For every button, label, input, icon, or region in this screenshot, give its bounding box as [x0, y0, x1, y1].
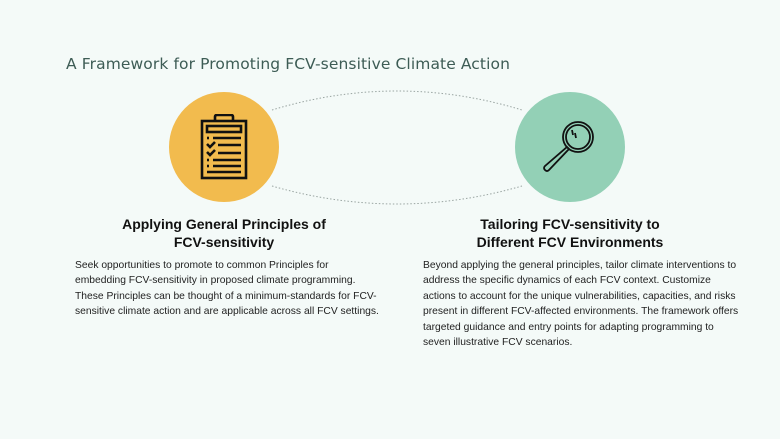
heading-line: Different FCV Environments	[476, 234, 664, 250]
principles-description: Seek opportunities to promote to common …	[75, 260, 379, 318]
heading-line: Applying General Principles of	[122, 216, 326, 232]
tailoring-heading: Tailoring FCV-sensitivity to Different F…	[430, 215, 710, 251]
magnifying-glass-icon	[543, 121, 594, 172]
tailoring-circle	[515, 92, 625, 202]
principles-circle	[169, 92, 279, 202]
heading-line: FCV-sensitivity	[173, 234, 275, 250]
heading-line: Tailoring FCV-sensitivity to	[480, 216, 660, 232]
principles-heading: Applying General Principles of FCV-sensi…	[94, 215, 354, 251]
clipboard-checklist-icon	[200, 114, 248, 180]
page-title: A Framework for Promoting FCV-sensitive …	[66, 55, 511, 73]
tailoring-description: Beyond applying the general principles, …	[423, 260, 739, 349]
